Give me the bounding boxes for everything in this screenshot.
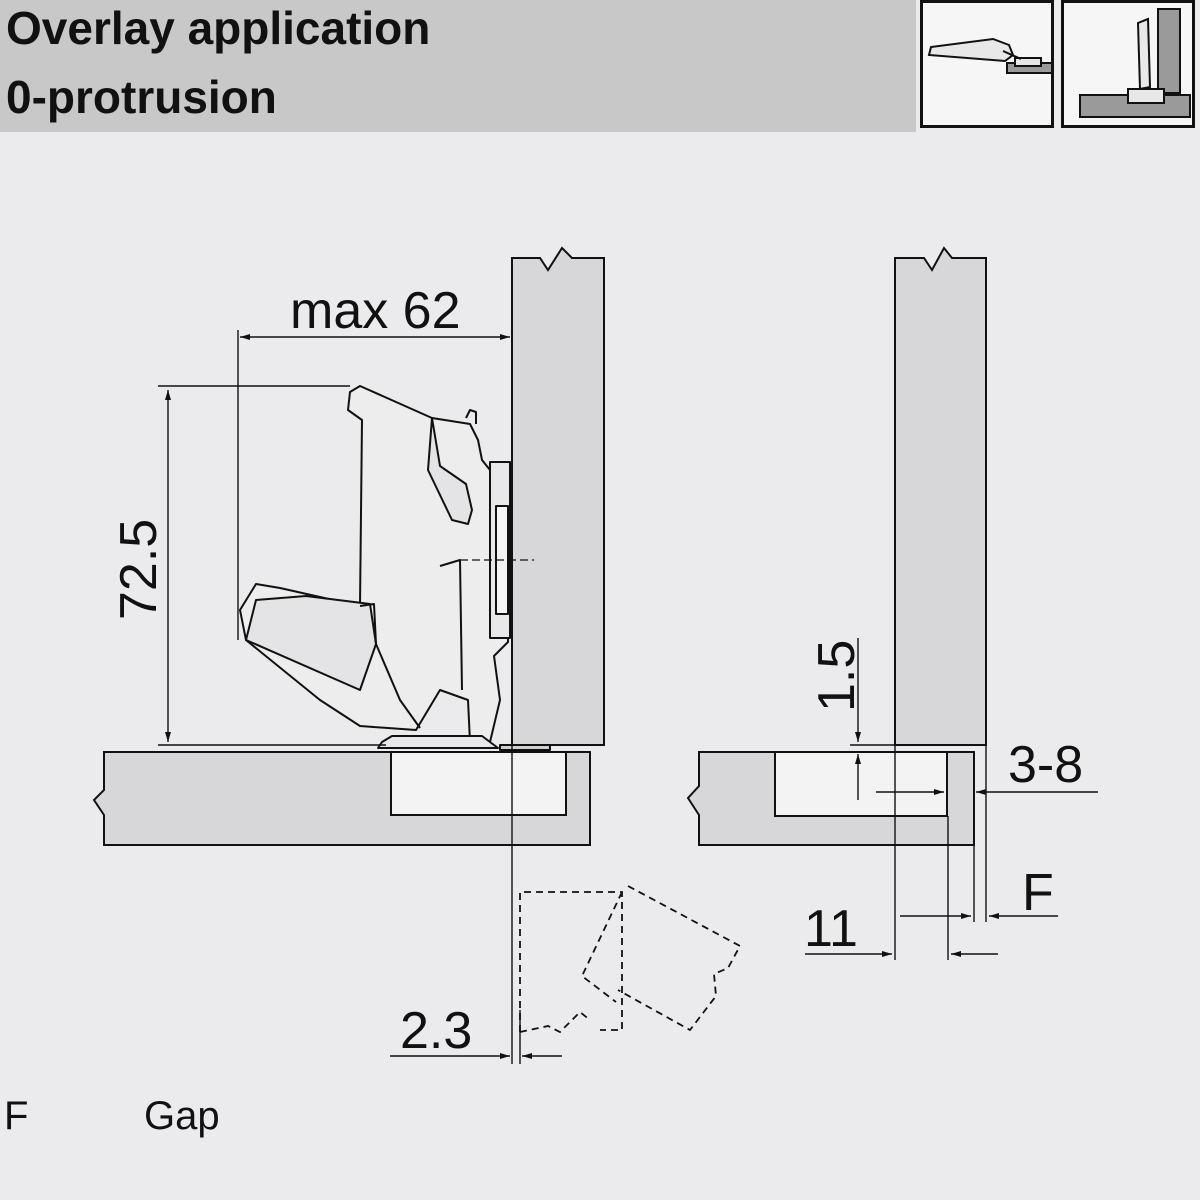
door-open-outline <box>519 885 742 1034</box>
left-hinge-cup <box>390 751 567 816</box>
left-door-panel <box>511 246 605 746</box>
right-dimension-lines <box>805 638 1098 960</box>
hinge-arm-icon <box>927 37 1051 74</box>
depth-label: 1.5 <box>808 640 866 712</box>
right-door-panel <box>894 246 987 746</box>
legend-key: F <box>4 1094 29 1138</box>
left-cabinet-panel <box>92 751 591 846</box>
header-bar: Overlay application 0-protrusion <box>0 0 916 132</box>
right-hinge-cup <box>774 751 948 817</box>
max-width-label: max 62 <box>290 282 461 340</box>
gap-symbol-label: F <box>1022 864 1054 922</box>
left-dimension-lines <box>158 330 562 1064</box>
hinge-side-view-thumbnail <box>1061 0 1195 128</box>
right-cabinet-panel <box>686 751 975 846</box>
title-line-2: 0-protrusion <box>6 71 277 123</box>
hinge-body <box>239 385 551 751</box>
title-line-1: Overlay application <box>6 2 431 54</box>
hinge-mounted-icon <box>1079 8 1191 118</box>
legend-description: Gap <box>144 1094 220 1138</box>
hinge-top-view-thumbnail <box>920 0 1054 128</box>
distance-label: 11 <box>804 900 858 958</box>
height-label: 72.5 <box>110 519 168 620</box>
overlay-label: 3-8 <box>1008 736 1083 794</box>
offset-label: 2.3 <box>400 1002 472 1060</box>
